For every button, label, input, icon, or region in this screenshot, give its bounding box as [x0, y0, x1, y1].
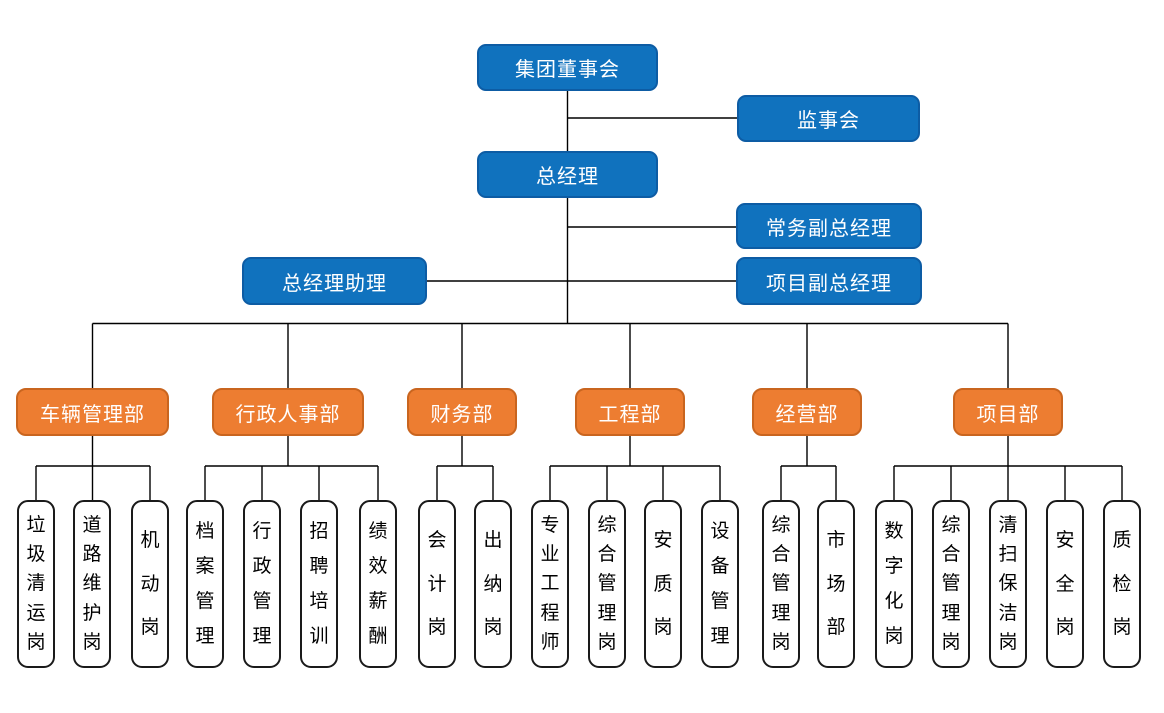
position-box: 绩效薪酬 [359, 500, 397, 668]
position-box: 招聘培训 [300, 500, 338, 668]
node-project-deputy-gm: 项目副总经理 [736, 257, 922, 305]
position-box: 机动岗 [131, 500, 169, 668]
position-box: 质检岗 [1103, 500, 1141, 668]
position-box: 综合管理岗 [588, 500, 626, 668]
position-box: 会计岗 [418, 500, 456, 668]
position-box: 垃圾清运岗 [17, 500, 55, 668]
position-box: 安全岗 [1046, 500, 1084, 668]
dept-finance: 财务部 [407, 388, 517, 436]
dept-operations: 经营部 [752, 388, 862, 436]
position-box: 道路维护岗 [73, 500, 111, 668]
position-box: 档案管理 [186, 500, 224, 668]
node-supervisory-board: 监事会 [737, 95, 920, 142]
position-box: 综合管理岗 [762, 500, 800, 668]
position-box: 市场部 [817, 500, 855, 668]
node-general-manager: 总经理 [477, 151, 658, 198]
position-box: 数字化岗 [875, 500, 913, 668]
node-board: 集团董事会 [477, 44, 658, 91]
position-box: 出纳岗 [474, 500, 512, 668]
position-box: 行政管理 [243, 500, 281, 668]
node-gm-assistant: 总经理助理 [242, 257, 427, 305]
position-box: 清扫保洁岗 [989, 500, 1027, 668]
dept-vehicle-management: 车辆管理部 [16, 388, 169, 436]
position-box: 专业工程师 [531, 500, 569, 668]
node-executive-deputy-gm: 常务副总经理 [736, 203, 922, 249]
position-box: 设备管理 [701, 500, 739, 668]
position-box: 安质岗 [644, 500, 682, 668]
position-box: 综合管理岗 [932, 500, 970, 668]
dept-project: 项目部 [953, 388, 1063, 436]
dept-engineering: 工程部 [575, 388, 685, 436]
dept-admin-hr: 行政人事部 [212, 388, 364, 436]
